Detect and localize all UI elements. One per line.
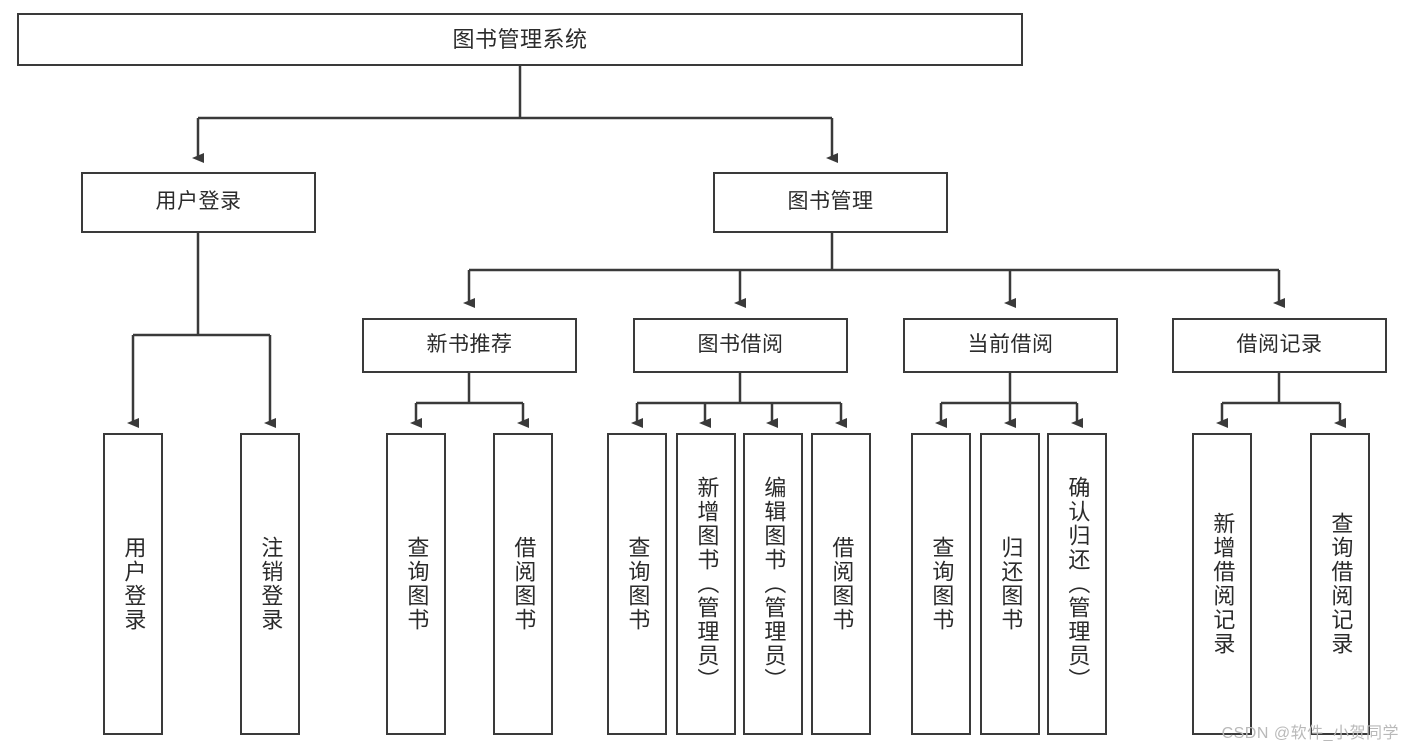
leaf-user-login-login[interactable]: 用户登录: [103, 433, 163, 735]
node-label: 借阅记录: [1236, 333, 1323, 357]
node-label: 新增借阅记录: [1210, 512, 1236, 656]
leaf-borrow-borrow-book[interactable]: 借阅图书: [811, 433, 871, 735]
leaf-user-login-logout[interactable]: 注销登录: [240, 433, 300, 735]
leaf-current-return-book[interactable]: 归还图书: [980, 433, 1040, 735]
node-label: 借阅图书: [511, 536, 537, 632]
node-root-book-management-system[interactable]: 图书管理系统: [17, 13, 1023, 66]
node-label: 图书管理系统: [452, 26, 588, 52]
node-label: 借阅图书: [829, 536, 855, 632]
node-label: 查询借阅记录: [1328, 512, 1354, 656]
node-label: 图书借阅: [697, 333, 784, 357]
leaf-records-add-record[interactable]: 新增借阅记录: [1192, 433, 1252, 735]
node-current-borrow[interactable]: 当前借阅: [903, 318, 1118, 373]
node-label: 新增图书（管理员）: [694, 476, 720, 692]
leaf-recommend-query-book[interactable]: 查询图书: [386, 433, 446, 735]
node-user-login[interactable]: 用户登录: [81, 172, 316, 233]
node-label: 查询图书: [404, 536, 430, 632]
leaf-current-confirm-return-admin[interactable]: 确认归还（管理员）: [1047, 433, 1107, 735]
node-borrow-records[interactable]: 借阅记录: [1172, 318, 1387, 373]
node-book-management[interactable]: 图书管理: [713, 172, 948, 233]
leaf-records-query-record[interactable]: 查询借阅记录: [1310, 433, 1370, 735]
node-book-borrow[interactable]: 图书借阅: [633, 318, 848, 373]
node-label: 查询图书: [625, 536, 651, 632]
node-label: 确认归还（管理员）: [1065, 476, 1091, 692]
leaf-current-query-book[interactable]: 查询图书: [911, 433, 971, 735]
leaf-borrow-edit-book-admin[interactable]: 编辑图书（管理员）: [743, 433, 803, 735]
node-new-book-recommend[interactable]: 新书推荐: [362, 318, 577, 373]
csdn-watermark: CSDN @软件_小贺同学: [1221, 725, 1399, 742]
node-label: 编辑图书（管理员）: [761, 476, 787, 692]
node-label: 当前借阅: [967, 333, 1054, 357]
node-label: 查询图书: [929, 536, 955, 632]
leaf-borrow-query-book[interactable]: 查询图书: [607, 433, 667, 735]
node-label: 归还图书: [998, 536, 1024, 632]
leaf-recommend-borrow-book[interactable]: 借阅图书: [493, 433, 553, 735]
node-label: 用户登录: [121, 536, 147, 632]
node-label: 注销登录: [258, 536, 284, 632]
leaf-borrow-add-book-admin[interactable]: 新增图书（管理员）: [676, 433, 736, 735]
node-label: 新书推荐: [426, 333, 513, 357]
node-label: 图书管理: [787, 190, 874, 214]
node-label: 用户登录: [155, 190, 242, 214]
